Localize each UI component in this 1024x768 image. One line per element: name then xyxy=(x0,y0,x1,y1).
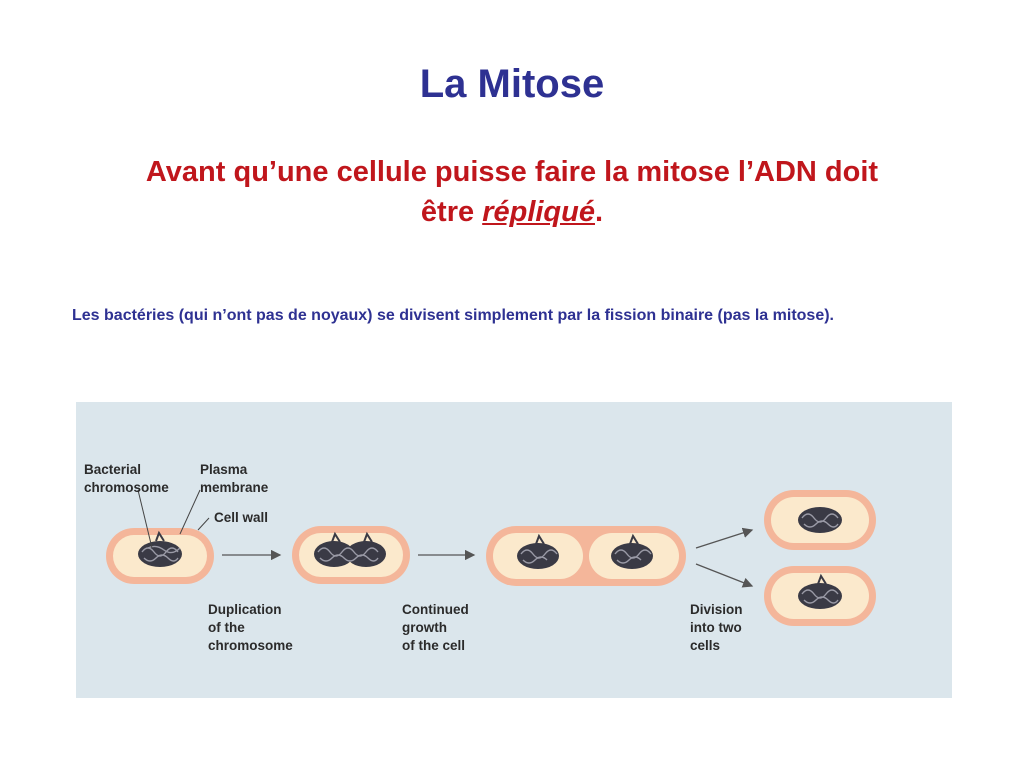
daughter-cell-top xyxy=(764,490,876,550)
cell-duplication xyxy=(292,526,410,584)
slide-subtitle: Avant qu’une cellule puisse faire la mit… xyxy=(60,152,964,232)
bacterial-chromosome xyxy=(138,530,182,567)
daughter-cell-bottom xyxy=(764,566,876,626)
label-bacterial-chromosome: Bacterial chromosome xyxy=(84,462,169,495)
cell-growth xyxy=(486,526,686,586)
slide-title: La Mitose xyxy=(419,62,605,106)
cell-initial xyxy=(106,528,214,584)
arrow-3-upper xyxy=(695,527,754,549)
subtitle-line2-suffix: . xyxy=(595,196,604,228)
arrow-3-lower xyxy=(695,563,754,588)
label-step-growth: Continued growth of the cell xyxy=(402,602,473,653)
label-cell-wall: Cell wall xyxy=(214,510,268,525)
leader-plasma-membrane xyxy=(179,489,201,535)
subtitle-line2-prefix: être xyxy=(420,196,483,228)
label-step-duplication: Duplication of the chromosome xyxy=(208,602,293,653)
leader-cell-wall xyxy=(197,517,210,531)
body-paragraph: Les bactéries (qui n’ont pas de noyaux) … xyxy=(72,307,834,324)
binary-fission-diagram: Bacterial chromosome Plasma membrane Cel… xyxy=(76,402,952,698)
duplicated-chromosome xyxy=(314,531,386,567)
subtitle-emphasis: répliqué xyxy=(482,196,595,228)
leader-chromosome xyxy=(137,489,153,549)
label-plasma-membrane: Plasma membrane xyxy=(200,462,269,495)
label-step-division: Division into two cells xyxy=(690,602,746,653)
subtitle-line1: Avant qu’une cellule puisse faire la mit… xyxy=(145,156,879,188)
